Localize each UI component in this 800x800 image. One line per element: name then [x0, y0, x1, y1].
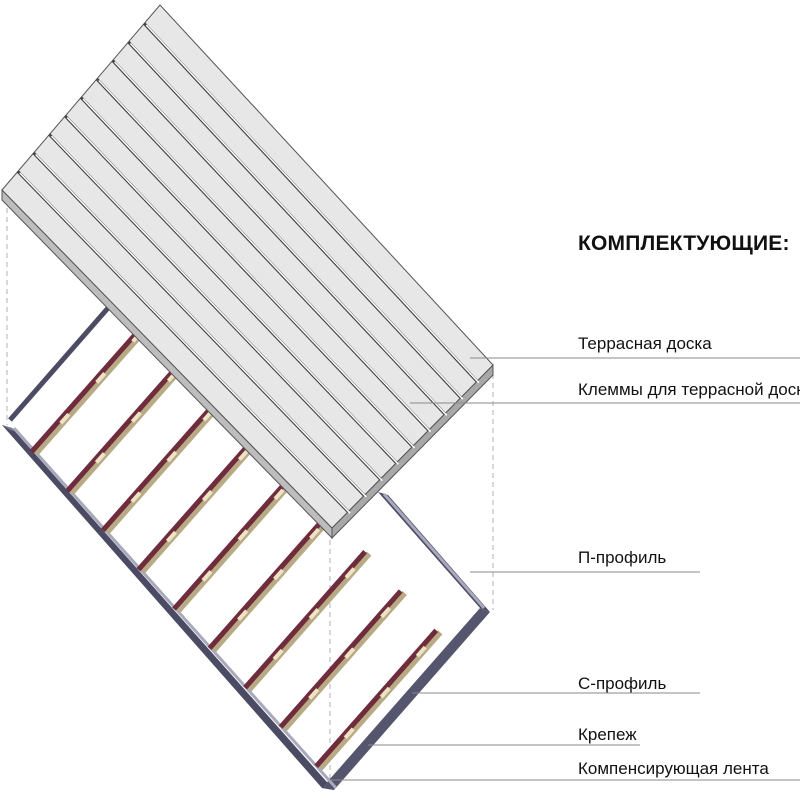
board-clip	[309, 527, 321, 540]
board-seams	[16, 22, 480, 514]
label-board-clips: Клеммы для террасной доски	[578, 380, 800, 399]
board-clip	[237, 449, 249, 461]
board-clip	[308, 608, 320, 620]
board-seam-highlight	[19, 172, 351, 514]
board-seam-highlight	[114, 61, 448, 416]
c-profile-joist	[136, 432, 261, 572]
c-profile-joist	[65, 353, 190, 493]
label-terrace-board: Террасная доска	[578, 334, 712, 353]
board-seam-highlight	[129, 42, 464, 400]
board-clip	[343, 727, 355, 740]
projection-lines	[6, 190, 494, 780]
c-profile-joist	[243, 550, 367, 690]
board-clip	[201, 490, 213, 502]
board-seam-highlight	[98, 79, 432, 433]
board-seam-highlight	[82, 98, 416, 449]
c-profile-joist	[314, 628, 439, 768]
label-compensating-tape: Компенсирующая лента	[578, 759, 769, 778]
board-clip	[379, 686, 391, 699]
board-clip	[344, 567, 356, 579]
c-profile-joist	[29, 314, 154, 454]
board-seam-highlight	[145, 24, 480, 384]
label-fasteners: Крепеж	[578, 725, 637, 744]
board-clip	[59, 412, 71, 425]
deck-panel	[1, 4, 494, 540]
board-clip	[273, 568, 285, 581]
frame-right-inner-edge	[382, 493, 486, 609]
components-heading: КОМПЛЕКТУЮЩИЕ:	[578, 232, 790, 255]
board-clip	[95, 372, 107, 384]
board-clip	[272, 648, 284, 661]
board-clip	[237, 609, 249, 622]
frame-left-side	[2, 425, 334, 790]
label-c-profile: С-профиль	[578, 674, 667, 693]
board-clip	[344, 647, 356, 660]
board-clip	[201, 570, 213, 582]
leader-lines	[330, 357, 800, 781]
label-u-profile: П-профиль	[578, 548, 667, 567]
board-clip	[94, 452, 106, 464]
c-profile-joist	[101, 392, 225, 532]
board-clip	[308, 688, 320, 700]
frame-back-left-edge	[8, 298, 117, 422]
board-seam-highlight	[35, 153, 367, 498]
frame-left-side-top	[2, 425, 18, 432]
board-clip	[237, 529, 249, 542]
board-seam-highlight	[66, 116, 399, 465]
frame	[2, 298, 490, 790]
joists	[29, 314, 443, 771]
board-clip	[273, 488, 285, 501]
c-profile-joist	[172, 471, 296, 611]
c-profile-joist	[207, 510, 332, 650]
board-clip	[130, 491, 142, 504]
c-profile-joist	[278, 589, 403, 729]
board-clip	[380, 606, 392, 619]
frame-front-side	[322, 608, 490, 790]
board-clip	[415, 645, 427, 658]
board-seam-highlight	[50, 135, 383, 482]
board-clip	[165, 530, 177, 543]
board-clip	[130, 411, 142, 424]
board-clip	[166, 450, 178, 463]
deck-panel-top	[1, 4, 494, 529]
